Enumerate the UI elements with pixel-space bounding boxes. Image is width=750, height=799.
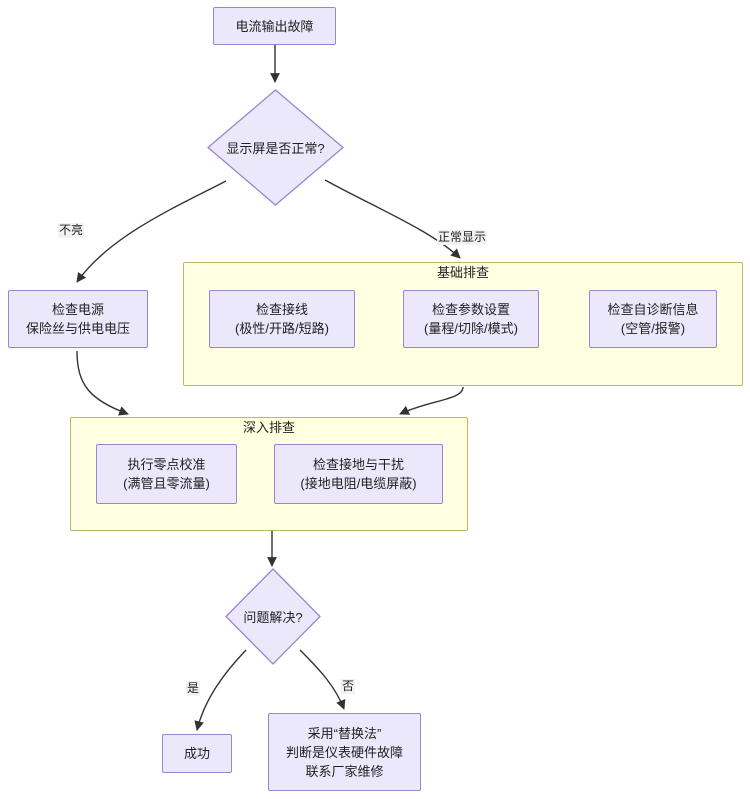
- node-label: 检查接线 (极性/开路/短路): [235, 302, 329, 336]
- node-label: 检查接地与干扰 (接地电阻/电缆屏蔽): [300, 457, 417, 491]
- node-zero-calibration[interactable]: 执行零点校准 (满管且零流量): [96, 444, 237, 504]
- node-label: 检查参数设置 (量程/切除/模式): [424, 302, 518, 336]
- node-label: 检查电源 保险丝与供电电压: [25, 302, 130, 336]
- node-label: 电流输出故障: [235, 18, 314, 34]
- edge-label-yes: 是: [186, 681, 201, 696]
- node-check-parameters[interactable]: 检查参数设置 (量程/切除/模式): [403, 290, 539, 348]
- node-success[interactable]: 成功: [162, 734, 232, 773]
- edge-label-normal-display: 正常显示: [437, 230, 488, 245]
- decision-problem-solved[interactable]: 问题解决?: [225, 568, 321, 665]
- decision-label: 问题解决?: [243, 610, 303, 625]
- cluster-basic-title: 基础排查: [436, 265, 489, 280]
- decision-label: 显示屏是否正常?: [226, 141, 325, 156]
- decision-display-normal[interactable]: 显示屏是否正常?: [206, 89, 345, 206]
- node-check-power-supply[interactable]: 检查电源 保险丝与供电电压: [8, 290, 148, 348]
- edge-basic-to-deep: [399, 386, 464, 415]
- node-label: 检查自诊断信息 (空管/报警): [607, 302, 699, 336]
- diamond-shape: [225, 568, 321, 665]
- node-label: 执行零点校准 (满管且零流量): [123, 457, 210, 491]
- node-label: 成功: [183, 746, 210, 761]
- node-substitution-method[interactable]: 采用“替换法” 判断是仪表硬件故障 联系厂家维修: [268, 713, 421, 791]
- edge-power-to-deep: [76, 350, 129, 416]
- cluster-deep-title: 深入排查: [242, 420, 295, 435]
- node-label: 采用“替换法” 判断是仪表硬件故障 联系厂家维修: [285, 725, 403, 779]
- node-check-self-diagnostics[interactable]: 检查自诊断信息 (空管/报警): [589, 290, 717, 348]
- edge-label-not-lit: 不亮: [58, 223, 85, 238]
- node-current-output-fault[interactable]: 电流输出故障: [213, 7, 336, 45]
- diamond-shape: [206, 89, 345, 206]
- edge-dec1-to-basic: [324, 179, 461, 259]
- node-check-wiring[interactable]: 检查接线 (极性/开路/短路): [209, 290, 355, 348]
- node-check-grounding-interference[interactable]: 检查接地与干扰 (接地电阻/电缆屏蔽): [274, 444, 443, 504]
- edge-label-no: 否: [341, 679, 356, 694]
